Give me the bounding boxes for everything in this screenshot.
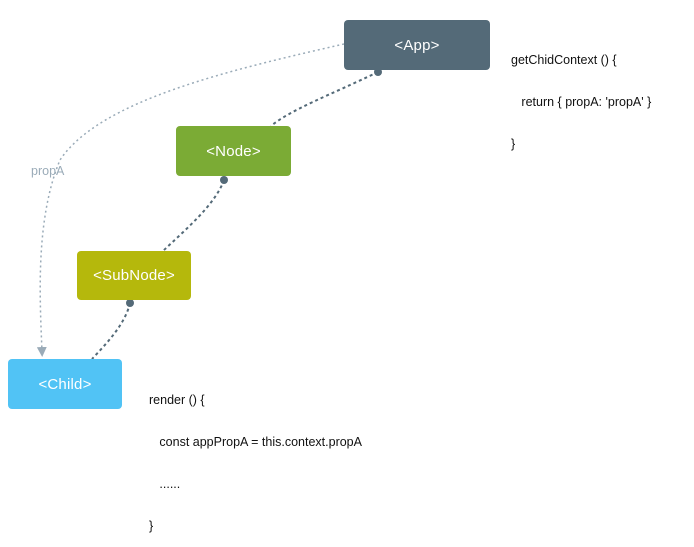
code-line: }	[149, 519, 154, 533]
code-line: getChidContext () {	[511, 53, 617, 67]
code-line: render () {	[149, 393, 205, 407]
diagram-connectors	[36, 43, 382, 360]
connector-app-node	[270, 71, 379, 127]
context-arrow-label: propA	[31, 164, 65, 178]
connector-dot-subnode	[126, 299, 134, 307]
code-line: ......	[149, 477, 181, 491]
context-arrow	[36, 43, 345, 357]
child-render-code: render () { const appPropA = this.contex…	[149, 365, 362, 547]
connector-node-subnode	[162, 179, 225, 252]
connector-dot-node	[220, 176, 228, 184]
code-line: return { propA: 'propA' }	[511, 95, 652, 109]
child-node: <Child>	[8, 359, 122, 409]
node-node: <Node>	[176, 126, 291, 176]
subnode-node: <SubNode>	[77, 251, 191, 300]
code-line: const appPropA = this.context.propA	[149, 435, 362, 449]
app-context-code: getChidContext () { return { propA: 'pro…	[511, 25, 651, 165]
connector-dot-app	[374, 68, 382, 76]
code-line: }	[511, 137, 516, 151]
app-node: <App>	[344, 20, 490, 70]
connector-subnode-child	[91, 302, 131, 360]
